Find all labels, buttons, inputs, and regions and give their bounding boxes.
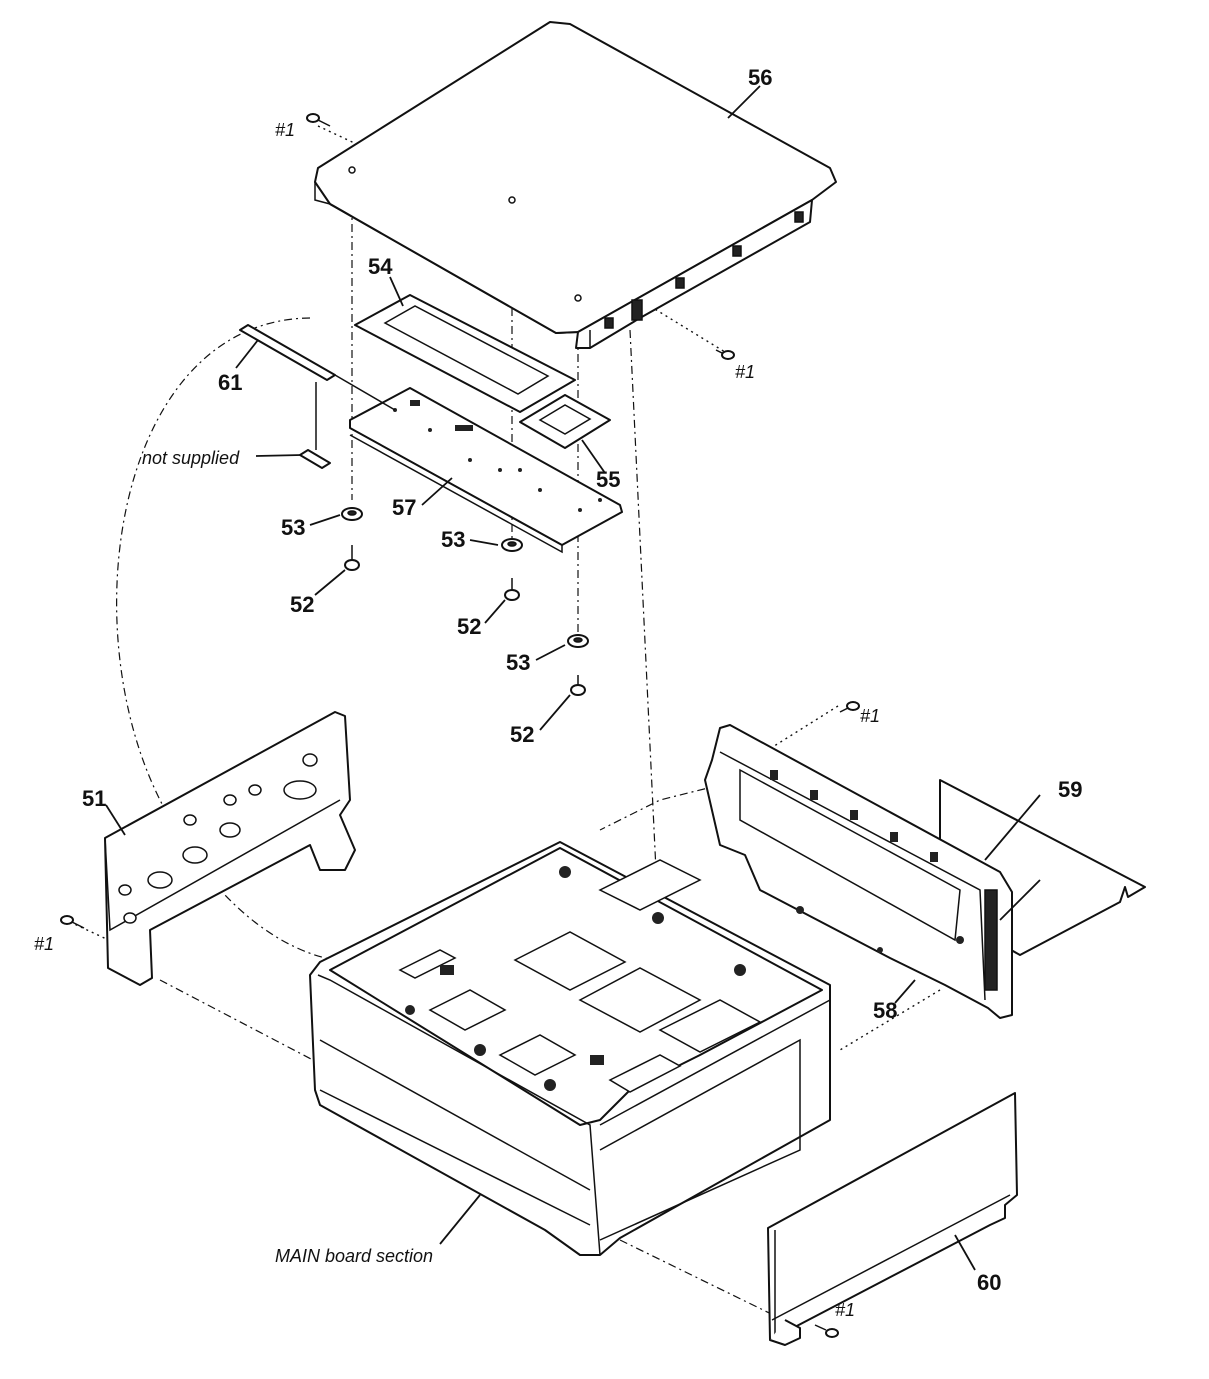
label-52-b: 52: [457, 614, 481, 639]
panel-board-57: [349, 387, 623, 554]
label-53-b: 53: [441, 527, 465, 552]
part-number-labels: 56 54 61 55 57 53 52 53 52 53 52 51 59 5…: [82, 65, 1082, 1295]
display-window-54: [354, 294, 576, 413]
label-60: 60: [977, 1270, 1001, 1295]
label-57: 57: [392, 495, 416, 520]
washer-53-a: [341, 507, 363, 521]
rear-bracket-51: [104, 711, 356, 986]
label-52-a: 52: [290, 592, 314, 617]
small-window-55: [519, 394, 611, 449]
screw-ref-top-right: #1: [735, 362, 755, 382]
washer-53-c: [567, 634, 589, 648]
label-59: 59: [1058, 777, 1082, 802]
leader-lines: [105, 85, 1041, 1271]
screw-ref-side: #1: [835, 1300, 855, 1320]
screw-ref-top-left: #1: [275, 120, 295, 140]
main-chassis: [309, 841, 831, 1256]
note-main-board-section: MAIN board section: [275, 1246, 433, 1266]
screw-52-c: [570, 675, 586, 696]
flex-cable-61: [239, 324, 396, 469]
label-52-c: 52: [510, 722, 534, 747]
label-53-c: 53: [506, 650, 530, 675]
top-cover-56: [314, 21, 837, 349]
label-54: 54: [368, 254, 393, 279]
screw-ref-rear: #1: [34, 934, 54, 954]
front-panel-58: [704, 724, 1013, 1019]
label-61: 61: [218, 370, 242, 395]
label-56: 56: [748, 65, 772, 90]
screw-52-a: [344, 545, 360, 571]
screw-ref-front: #1: [860, 706, 880, 726]
label-58: 58: [873, 998, 897, 1023]
screw-icon: [60, 113, 860, 1338]
screw-reference-labels: #1 #1 #1 #1 #1: [34, 120, 880, 1320]
label-53-a: 53: [281, 515, 305, 540]
screw-52-b: [504, 578, 520, 601]
label-55: 55: [596, 467, 620, 492]
note-not-supplied: not supplied: [142, 448, 240, 468]
side-panel-60: [767, 1092, 1018, 1346]
label-51: 51: [82, 786, 106, 811]
washer-53-b: [501, 538, 523, 552]
